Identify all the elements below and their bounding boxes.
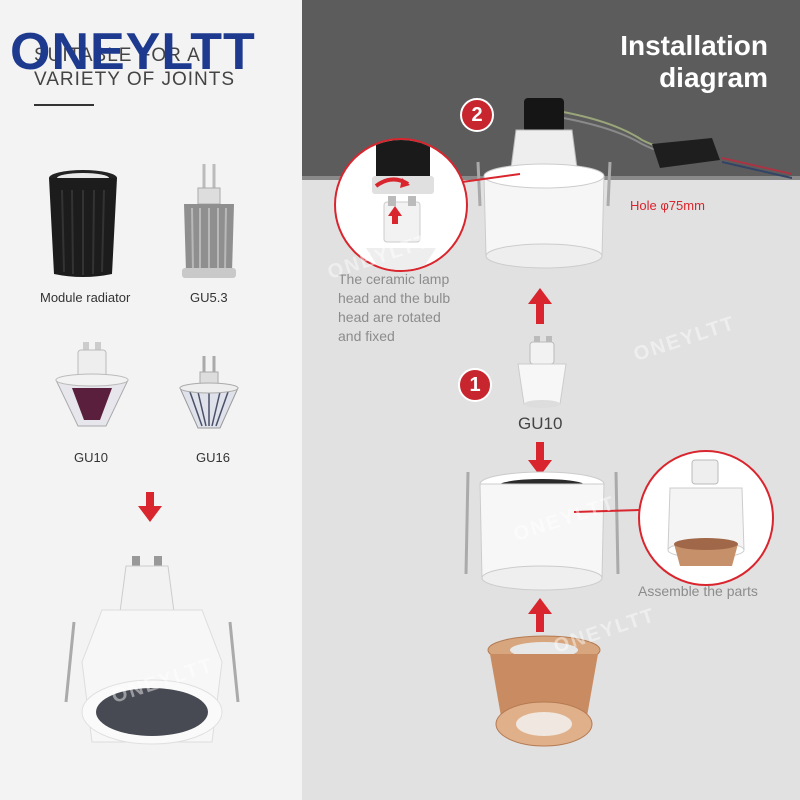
up-arrow-3-shaft	[536, 614, 544, 632]
suitable-line-1: SUITABLE FOR A	[34, 45, 201, 66]
up-arrow-1-icon	[528, 288, 552, 304]
ceramic-note-line-1: The ceramic lamp	[338, 271, 450, 287]
suitable-heading: SUITABLE FOR A VARIETY OF JOINTS	[34, 44, 235, 92]
heading-divider	[34, 104, 94, 106]
detail-up-shaft	[392, 216, 398, 224]
gu53-label: GU5.3	[190, 290, 228, 305]
assemble-label: Assemble the parts	[638, 583, 758, 599]
title-line-1: Installation	[620, 30, 768, 61]
detail-up-arrow-icon	[388, 206, 402, 216]
assembled-downlight-image	[64, 556, 240, 745]
hole-label: Hole φ75mm	[630, 198, 705, 213]
gu10-bulb-image	[55, 342, 129, 427]
gu10-label: GU10	[74, 450, 108, 465]
left-panel: SUITABLE FOR A VARIETY OF JOINTS ONEYLTT…	[0, 0, 302, 800]
module-radiator-label: Module radiator	[40, 290, 131, 305]
ceramic-note-line-4: and fixed	[338, 328, 395, 344]
reflector-ring-image	[487, 635, 601, 747]
ceramic-note-line-3: head are rotated	[338, 309, 441, 325]
installation-title: Installation diagram	[620, 30, 768, 94]
ceramic-note-line-2: head and the bulb	[338, 290, 451, 306]
module-radiator-image	[49, 170, 117, 277]
up-arrow-3-icon	[528, 598, 552, 614]
rotate-arrow-icon	[374, 177, 410, 188]
left-arrow-shaft	[146, 492, 154, 506]
housing-image	[464, 471, 620, 591]
gu10-step-label: GU10	[518, 414, 563, 433]
detail-pointer-line	[462, 173, 521, 183]
ceramic-note: The ceramic lamp head and the bulb head …	[338, 270, 450, 346]
holder-with-bulb-image	[476, 98, 612, 269]
rotation-detail-circle	[334, 138, 468, 272]
step-1-badge: 1	[458, 368, 492, 402]
assemble-detail-image	[667, 459, 745, 566]
gu53-bulb-image	[182, 164, 236, 278]
watermark-right-2: ONEYLTT	[631, 312, 739, 366]
assemble-pointer-line	[574, 509, 641, 513]
brand-logo: ONEYLTT	[10, 23, 256, 81]
gu16-label: GU16	[196, 450, 230, 465]
suitable-line-2: VARIETY OF JOINTS	[34, 69, 236, 90]
gu10-step-bulb-image	[517, 336, 567, 408]
right-panel: Installation diagram 2	[302, 0, 800, 800]
driver-box-image	[552, 109, 792, 179]
gu16-bulb-image	[179, 356, 239, 429]
left-down-arrow-icon	[138, 506, 162, 522]
up-arrow-1-shaft	[536, 304, 544, 324]
title-line-2: diagram	[659, 62, 768, 93]
assemble-detail-circle	[638, 450, 774, 586]
down-arrow-2-shaft	[536, 442, 544, 460]
step-2-badge: 2	[460, 98, 494, 132]
